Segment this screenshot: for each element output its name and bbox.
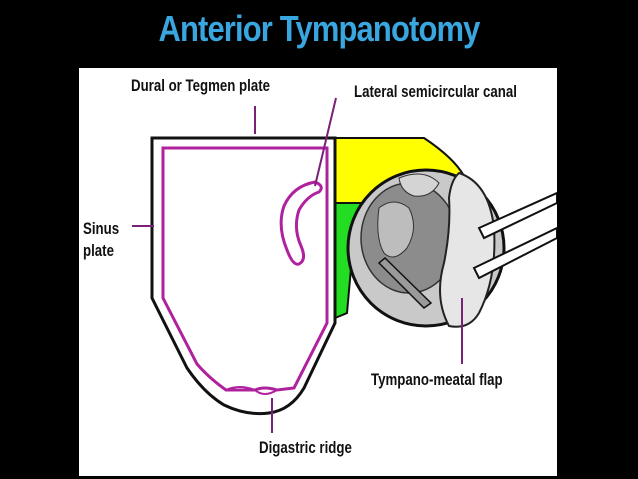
sinus-label-line1: Sinus <box>83 219 120 238</box>
ossicle-detail <box>377 201 414 258</box>
cavity-outline <box>150 136 337 416</box>
digastric-label: Digastric ridge <box>259 438 352 457</box>
slide-title: Anterior Tympanotomy <box>158 8 480 49</box>
dural-plate-label: Dural or Tegmen plate <box>131 76 271 95</box>
instrument-upper <box>477 191 557 240</box>
instrument-tip <box>377 256 433 309</box>
flap-label: Tympano-meatal flap <box>371 370 503 389</box>
canal-shape <box>279 180 323 266</box>
lateral-canal-label: Lateral semicircular canal <box>354 82 517 101</box>
sinus-label: Sinus plate <box>83 218 119 262</box>
sinus-label-line2: plate <box>83 241 114 260</box>
digastric-outline <box>225 386 295 395</box>
mastoid-diagram <box>132 97 557 433</box>
figure-panel: Dural or Tegmen plate Lateral semicircul… <box>79 68 557 476</box>
incus-detail <box>398 173 440 197</box>
instrument-lower <box>472 226 557 280</box>
leader-canal <box>314 97 337 187</box>
